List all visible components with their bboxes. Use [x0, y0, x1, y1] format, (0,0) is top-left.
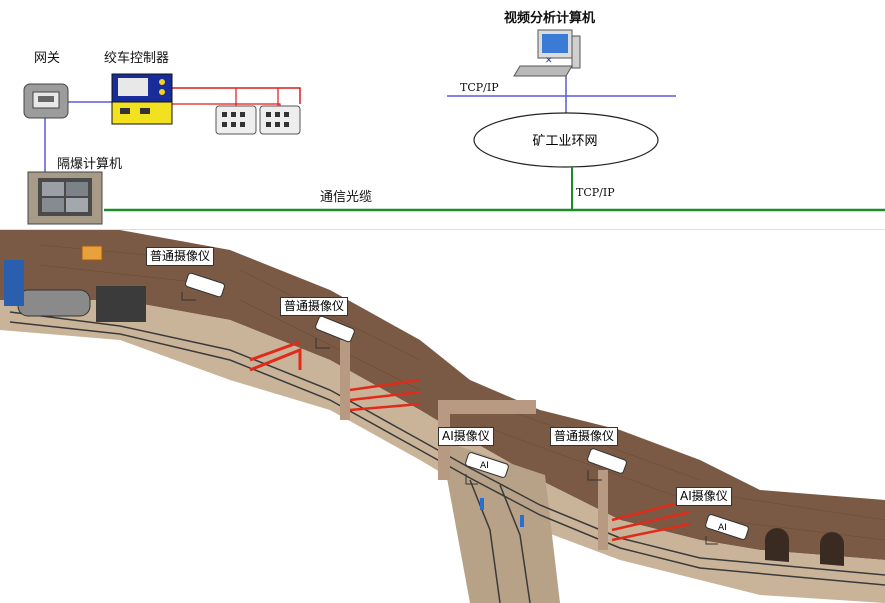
tunnel-portal [598, 470, 608, 550]
control-line-2 [172, 103, 281, 106]
tunnel-illustration: AI AI [0, 230, 885, 603]
track-signal [480, 498, 484, 510]
gateway-icon [23, 83, 69, 119]
rail-line [499, 484, 531, 603]
camera-body-label: AI [480, 461, 489, 471]
wall-window [81, 245, 103, 261]
camera-icon [315, 315, 355, 349]
network-diagram: ✕ [0, 29, 885, 230]
tunnel-arch [765, 528, 789, 562]
analysis-pc-label: 视频分析计算机 [504, 11, 596, 26]
control-cabinet [4, 260, 24, 306]
camera-body-label: AI [718, 523, 727, 533]
io-box-icon [215, 105, 257, 135]
camera-icon: AI [465, 452, 509, 485]
control-line-1 [172, 87, 301, 104]
computer-icon: ✕ [513, 29, 581, 77]
io-box-icon [259, 105, 301, 135]
tunnel-portal [340, 340, 350, 420]
explosion-proof-pc-label: 隔爆计算机 [57, 157, 123, 172]
tunnel-back-wall [0, 230, 885, 560]
tunnel-portal [438, 400, 536, 414]
svg-text:✕: ✕ [545, 56, 553, 66]
cable-label: 通信光缆 [320, 190, 373, 205]
gateway-label: 网关 [34, 51, 61, 66]
camera-tag: 普通摄像仪 [550, 427, 619, 446]
camera-tag: AI摄像仪 [676, 487, 732, 506]
winch-drum [17, 286, 146, 322]
tcpip-bottom-label: TCP/IP [576, 186, 615, 199]
tcpip-top-label: TCP/IP [460, 81, 499, 94]
camera-icon [181, 272, 225, 301]
safety-barrier [249, 340, 302, 372]
tunnel-arch [820, 532, 844, 566]
camera-tag: 普通摄像仪 [146, 247, 215, 266]
camera-tag: 普通摄像仪 [280, 297, 349, 316]
rail-line [469, 479, 501, 603]
ring-network [473, 112, 659, 168]
winch-controller-label: 绞车控制器 [104, 51, 170, 66]
camera-icon: AI [705, 514, 749, 545]
camera-icon [587, 448, 627, 481]
track-signal [520, 515, 524, 527]
safety-barrier [349, 378, 421, 412]
camera-tag: AI摄像仪 [438, 427, 494, 446]
explosion-proof-computer-icon [27, 171, 103, 225]
winch-controller-icon [111, 73, 173, 125]
ring-network-label: 矿工业环网 [532, 134, 598, 149]
